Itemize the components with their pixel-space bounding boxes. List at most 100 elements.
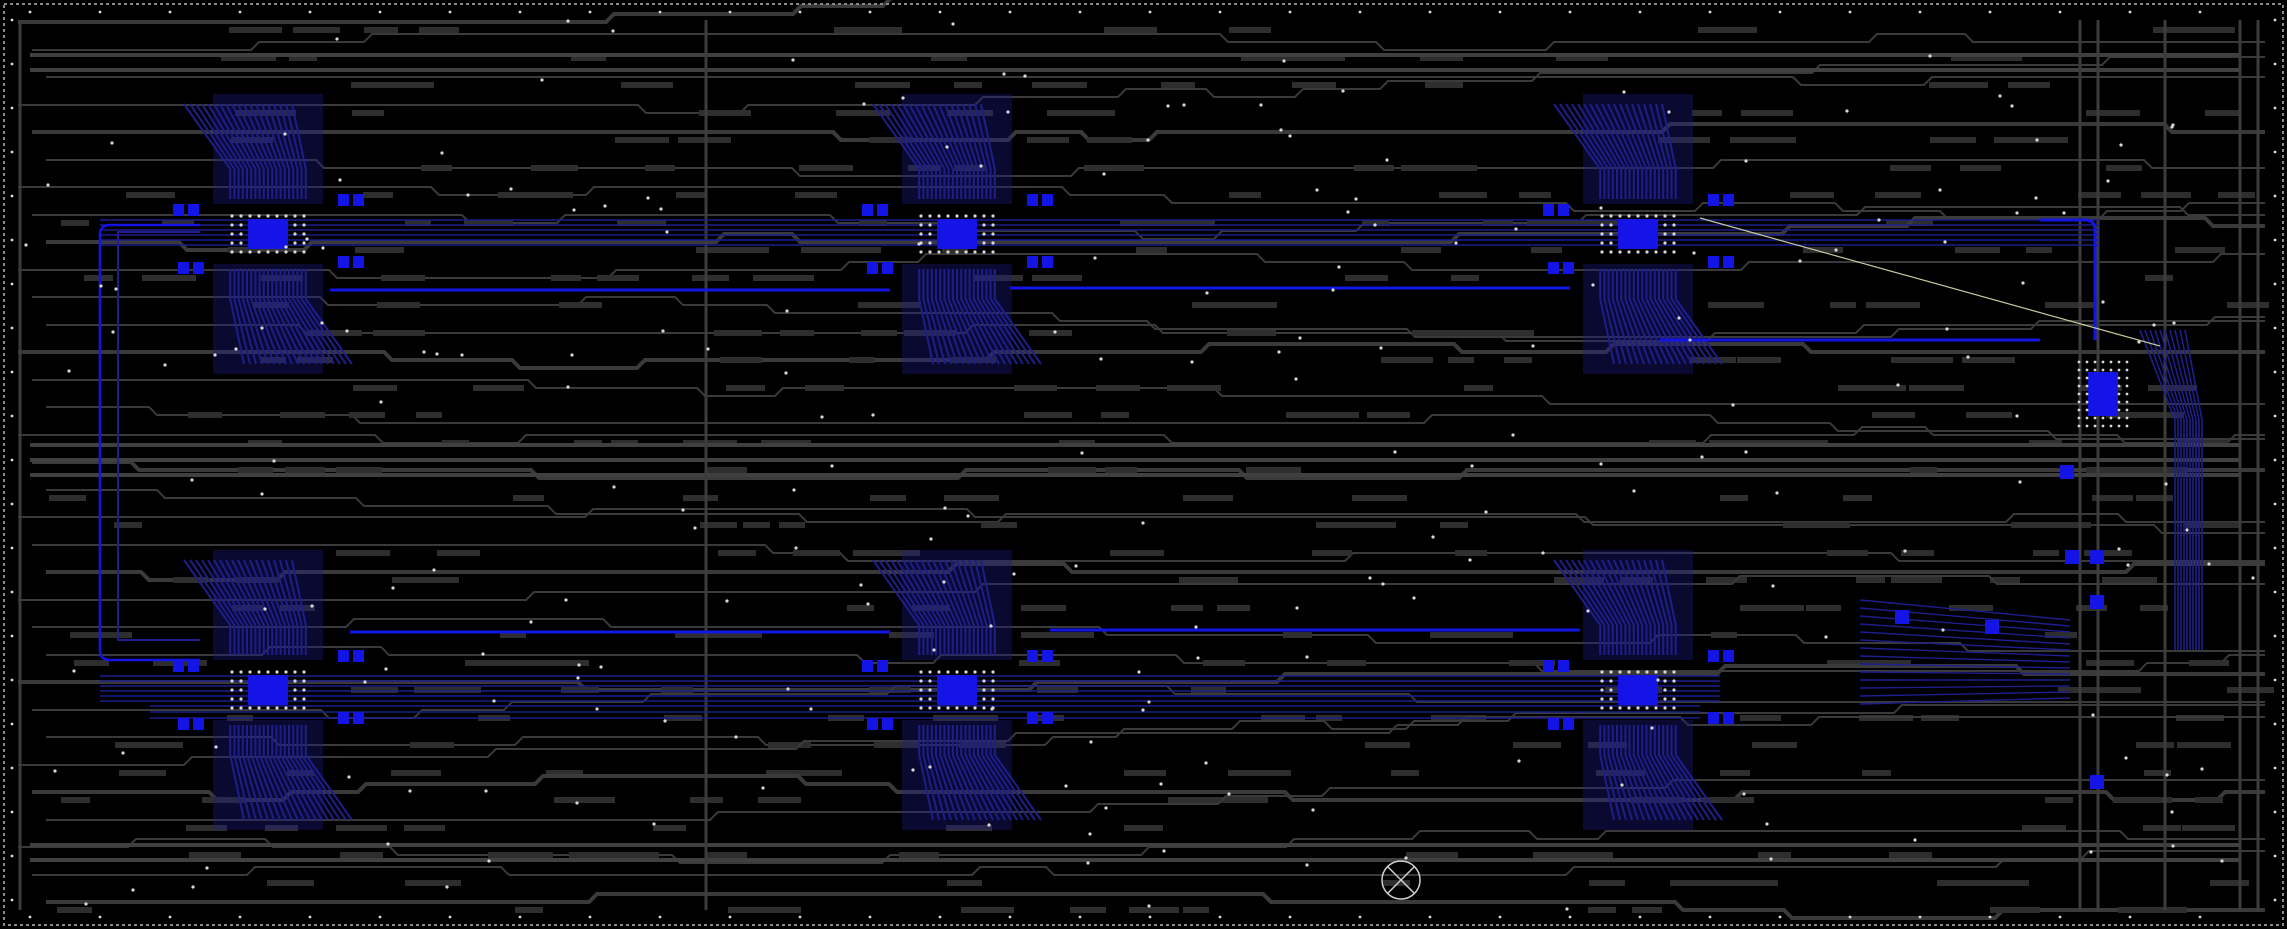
chip-fanout-trace: [930, 725, 952, 821]
via-icon: [830, 464, 834, 468]
via-icon: [518, 915, 522, 919]
bottom-pad-strip: [353, 385, 390, 391]
bottom-pad-strip: [381, 275, 425, 281]
via-icon: [529, 620, 533, 624]
controller-ball: [2125, 360, 2129, 364]
controller-ball: [2085, 408, 2089, 412]
via-icon: [2273, 282, 2277, 286]
via-icon: [260, 492, 264, 496]
bottom-pad-strip: [1217, 605, 1250, 611]
bottom-pad-strip: [1084, 165, 1130, 171]
via-icon: [1159, 782, 1163, 786]
chip-ball: [982, 706, 986, 710]
fiducial-marker[interactable]: [1381, 860, 1421, 900]
bottom-pad-strip: [2102, 577, 2157, 583]
bottom-pad-strip: [1021, 605, 1066, 611]
bottom-pad-strip: [1246, 770, 1291, 776]
chip-fanout-trace: [908, 559, 946, 655]
bottom-pad-strip: [1768, 137, 1796, 143]
chip-fanout-trace: [261, 103, 286, 199]
chip-die: [248, 219, 288, 249]
bottom-pad-strip: [1901, 550, 1934, 556]
bottom-pad-strip: [2181, 27, 2235, 33]
via-icon: [871, 413, 875, 417]
via-icon: [2273, 678, 2277, 682]
chip-fanout-trace: [980, 559, 996, 655]
via-icon: [761, 786, 765, 790]
chip-fanout-trace: [1643, 559, 1665, 655]
chip-ball: [982, 688, 986, 692]
chip-ball: [1663, 214, 1667, 218]
chip-ball: [1636, 214, 1640, 218]
chip-fanout-trace: [908, 103, 946, 199]
chip-fanout-trace: [1641, 725, 1675, 821]
chip-fanout-trace: [1613, 103, 1644, 199]
chip-fanout-trace: [267, 103, 290, 199]
bottom-pad-strip: [228, 247, 261, 253]
bottom-pad-strip: [954, 82, 982, 88]
chip-fanout-trace: [231, 559, 265, 655]
via-icon: [1294, 377, 1298, 381]
chip-ball: [248, 670, 252, 674]
via-icon: [111, 330, 115, 334]
bottom-pad-strip: [1110, 550, 1164, 556]
via-icon: [10, 898, 14, 902]
bottom-trace: [32, 544, 2265, 562]
chip-ball: [1600, 688, 1604, 692]
via-icon: [2273, 62, 2277, 66]
chip-ball: [982, 241, 986, 245]
via-icon: [1137, 670, 1141, 674]
bottom-pad-strip: [1423, 165, 1477, 171]
chip-fanout-trace: [183, 559, 232, 655]
bottom-pad-strip: [1286, 412, 1334, 418]
bottom-pad-strip: [336, 550, 390, 556]
chip-ball: [919, 223, 923, 227]
via-icon: [466, 193, 470, 197]
bottom-pad-strip: [1720, 770, 1750, 776]
chip-fanout-trace: [926, 269, 946, 365]
via-icon: [809, 707, 813, 711]
chip-ball: [230, 250, 234, 254]
bottom-pad-strip: [421, 165, 452, 171]
bottom-pad-strip: [1362, 220, 1389, 226]
via-icon: [2091, 713, 2095, 717]
via-icon: [205, 866, 209, 870]
via-icon: [190, 478, 194, 482]
via-icon: [646, 196, 650, 200]
bottom-pad-strip: [858, 302, 894, 308]
bottom-pad-strip: [1037, 687, 1078, 693]
via-icon: [1431, 535, 1435, 539]
via-icon: [10, 106, 14, 110]
chip-ball: [991, 670, 995, 674]
bottom-pad-strip: [1448, 357, 1474, 363]
bottom-pad-strip: [2008, 82, 2050, 88]
power-trace: [1859, 691, 2071, 697]
via-icon: [1769, 857, 1773, 861]
bottom-pad-strip: [114, 522, 142, 528]
via-icon: [263, 607, 267, 611]
chip-ball: [275, 706, 279, 710]
bottom-pad-strip: [515, 907, 543, 913]
bottom-pad-strip: [2227, 302, 2269, 308]
via-icon: [2124, 756, 2128, 760]
bottom-pad-strip: [2210, 880, 2249, 886]
controller-ball: [2101, 360, 2105, 364]
decoupling-cap: [173, 660, 184, 672]
chip-fanout-trace: [246, 725, 269, 821]
bottom-pad-strip: [351, 687, 398, 693]
bottom-pad-strip: [1027, 137, 1069, 143]
via-icon: [1141, 521, 1145, 525]
bottom-pad-strip: [699, 110, 751, 116]
via-icon: [1358, 915, 1362, 919]
chip-fanout-trace: [932, 559, 963, 655]
chip-fanout-area: [902, 550, 1012, 660]
bottom-pad-strip: [1019, 660, 1060, 666]
chip-fanout-trace: [243, 103, 274, 199]
chip-ball: [964, 214, 968, 218]
via-icon: [1765, 822, 1769, 826]
bottom-pad-strip: [1120, 220, 1175, 226]
bottom-pad-strip: [1048, 467, 1085, 473]
via-icon: [1918, 915, 1922, 919]
via-icon: [518, 10, 522, 14]
